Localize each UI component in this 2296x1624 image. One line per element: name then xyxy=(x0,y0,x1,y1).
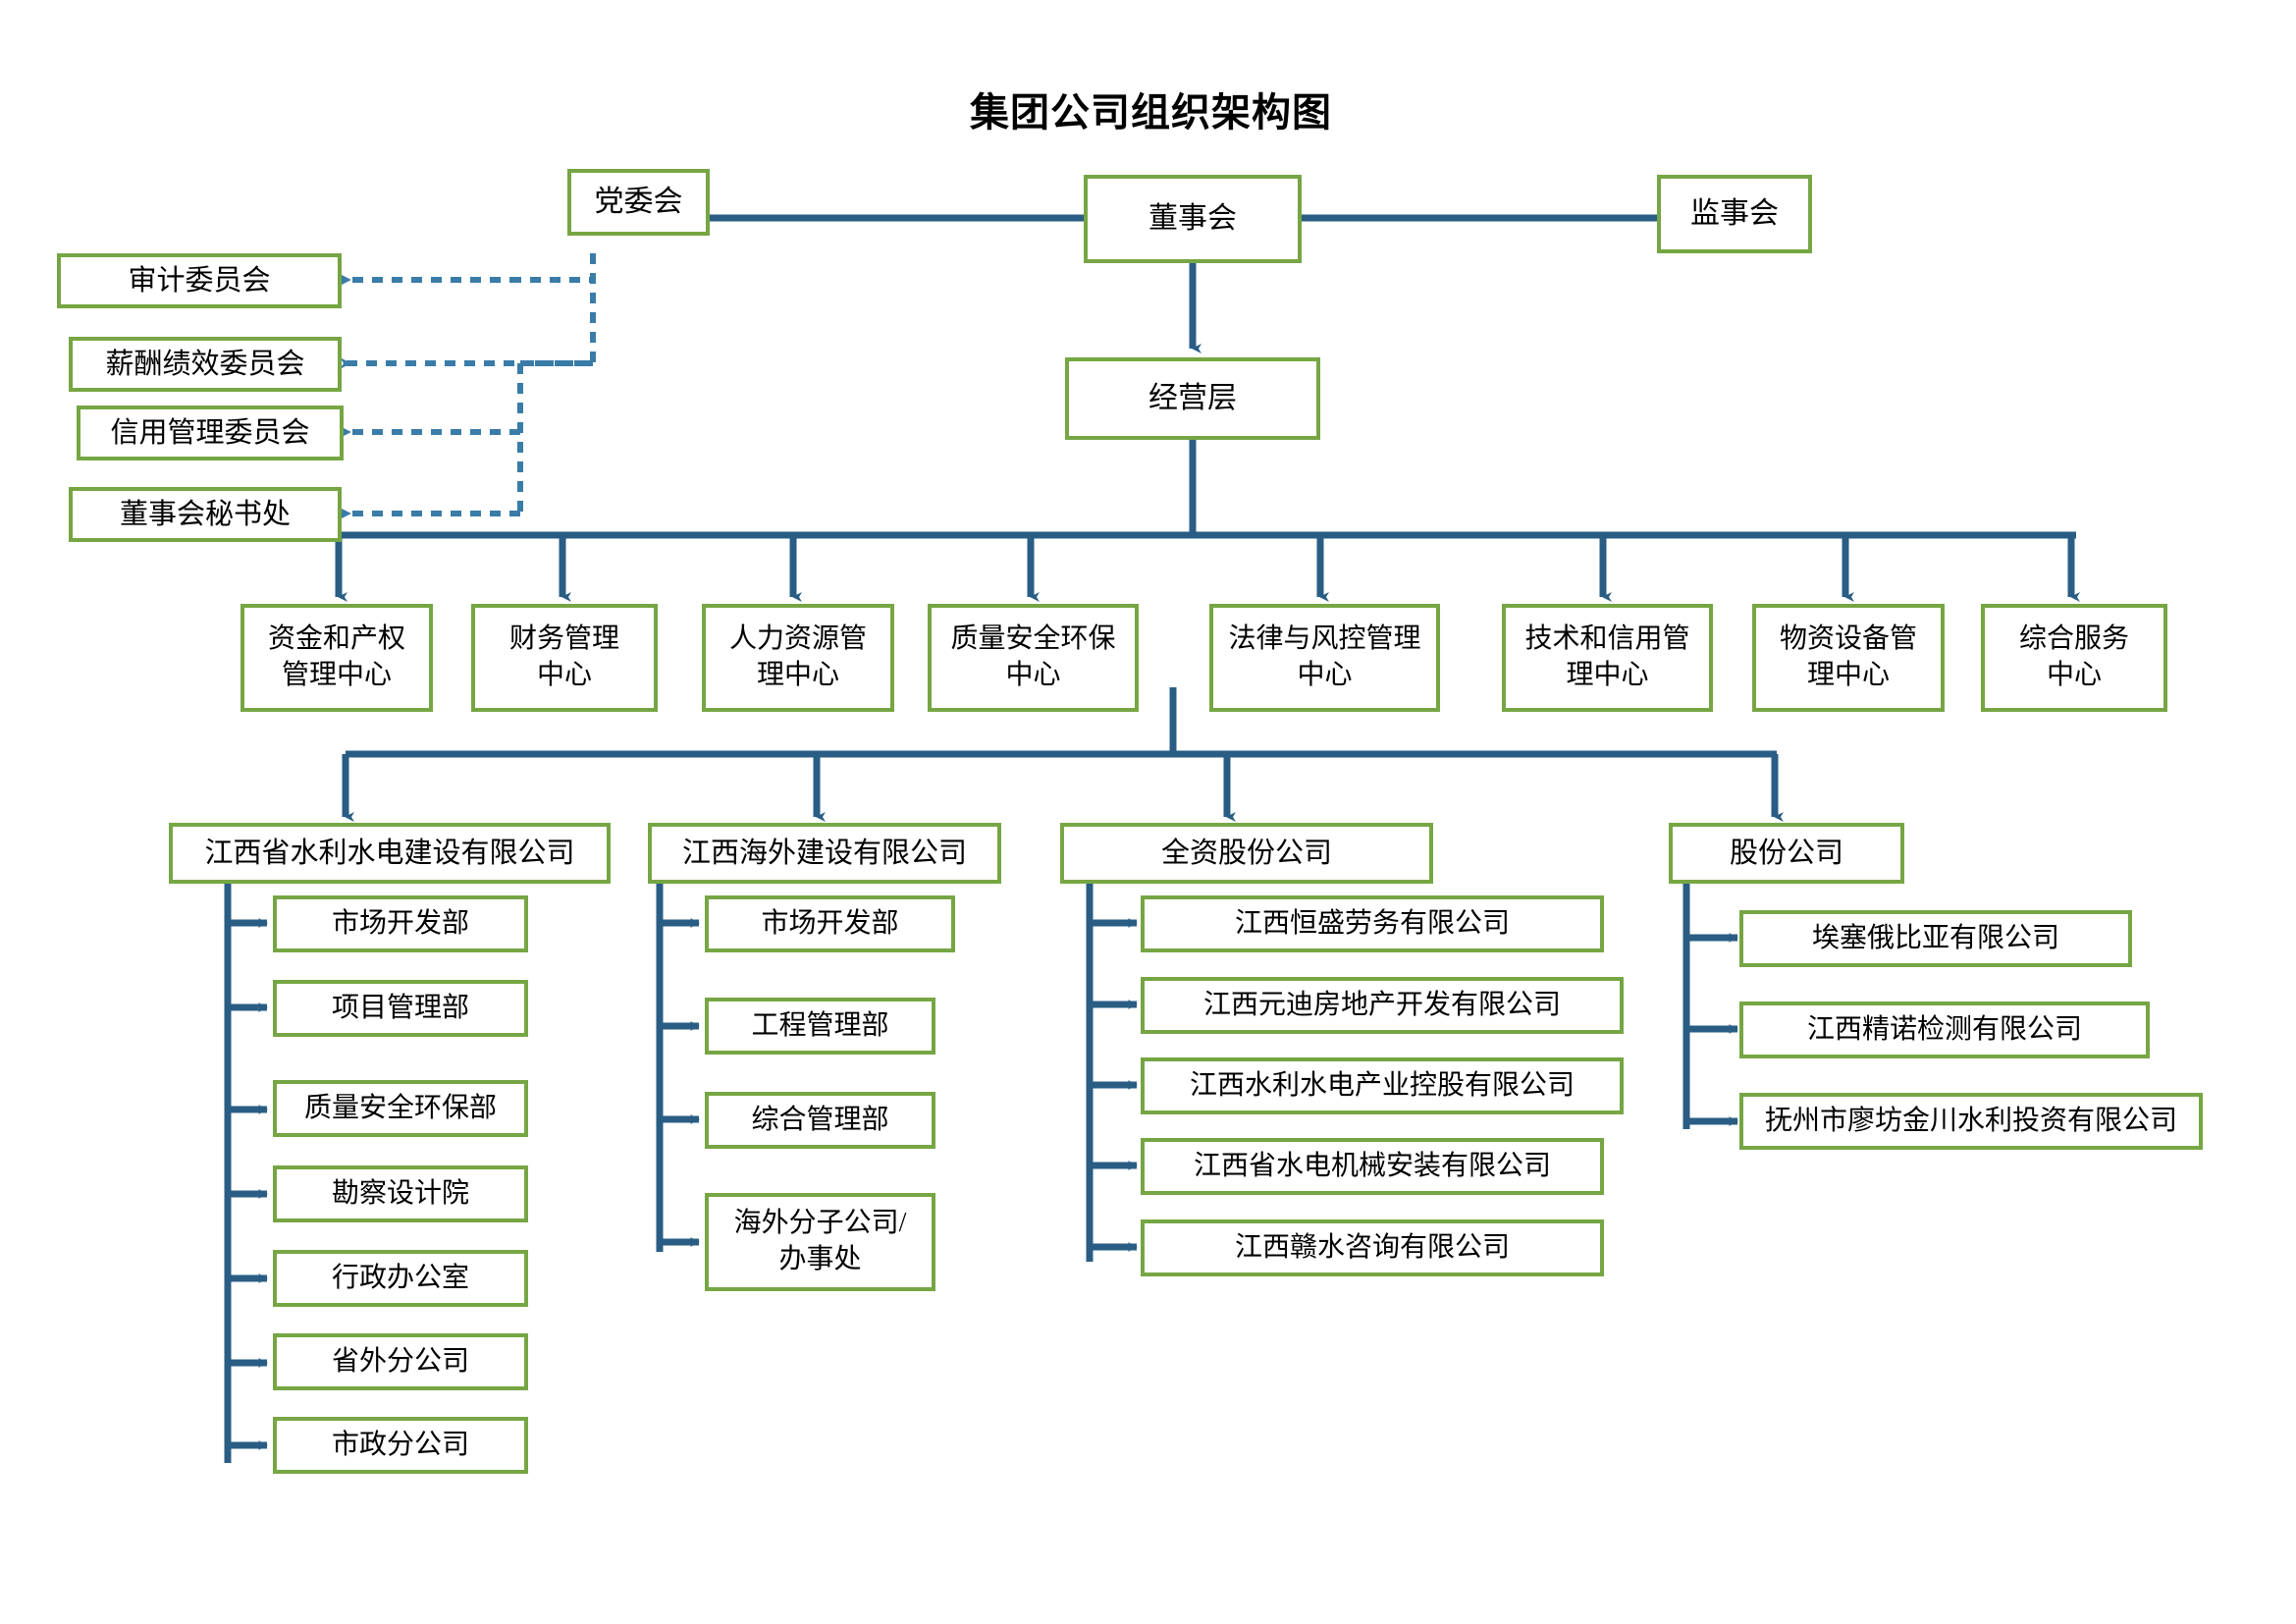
node-company-ethiopia[interactable]: 埃塞俄比亚有限公司 xyxy=(1739,910,2132,967)
node-committee-audit[interactable]: 审计委员会 xyxy=(57,253,342,308)
node-board-of-directors[interactable]: 董事会 xyxy=(1084,175,1302,263)
connector-management-to-centers xyxy=(335,439,2080,602)
node-subsidiary-joint-stock[interactable]: 股份公司 xyxy=(1669,823,1904,884)
node-dept-market-development-2[interactable]: 市场开发部 xyxy=(705,895,955,952)
node-management-layer[interactable]: 经营层 xyxy=(1065,357,1320,440)
node-dept-survey-design-institute[interactable]: 勘察设计院 xyxy=(273,1165,528,1222)
node-dept-municipal-branch[interactable]: 市政分公司 xyxy=(273,1417,528,1474)
node-company-hydropower-machinery-installation[interactable]: 江西省水电机械安装有限公司 xyxy=(1141,1138,1604,1195)
node-subsidiary-jiangxi-overseas[interactable]: 江西海外建设有限公司 xyxy=(648,823,1001,884)
node-committee-credit[interactable]: 信用管理委员会 xyxy=(77,406,344,460)
node-center-legal-risk[interactable]: 法律与风控管理 中心 xyxy=(1209,604,1440,712)
connector-sub2-to-departments xyxy=(656,877,700,1252)
node-dept-general-management[interactable]: 综合管理部 xyxy=(705,1092,935,1149)
node-board-of-supervisors[interactable]: 监事会 xyxy=(1657,175,1812,253)
node-dept-quality-safety-env[interactable]: 质量安全环保部 xyxy=(273,1080,528,1137)
node-company-yuandi-real-estate[interactable]: 江西元迪房地产开发有限公司 xyxy=(1141,977,1624,1034)
node-dept-market-development-1[interactable]: 市场开发部 xyxy=(273,895,528,952)
node-center-materials-equipment[interactable]: 物资设备管 理中心 xyxy=(1752,604,1945,712)
connector-sub1-to-departments xyxy=(224,877,268,1463)
node-company-jingnuo-testing[interactable]: 江西精诺检测有限公司 xyxy=(1739,1001,2150,1058)
connector-board-to-committees xyxy=(340,253,596,519)
node-dept-engineering-management[interactable]: 工程管理部 xyxy=(705,998,935,1055)
node-dept-administrative-office[interactable]: 行政办公室 xyxy=(273,1250,528,1307)
node-party-committee[interactable]: 党委会 xyxy=(567,169,710,236)
node-dept-overseas-branches-offices[interactable]: 海外分子公司/ 办事处 xyxy=(705,1193,935,1291)
node-subsidiary-wholly-owned[interactable]: 全资股份公司 xyxy=(1060,823,1433,884)
connector-sub4-to-companies xyxy=(1682,877,1738,1129)
node-dept-project-management[interactable]: 项目管理部 xyxy=(273,980,528,1037)
node-center-general-services[interactable]: 综合服务 中心 xyxy=(1981,604,2167,712)
node-company-liaofang-jinchuan-water-investment[interactable]: 抚州市廖坊金川水利投资有限公司 xyxy=(1739,1093,2203,1150)
node-company-hengsheng-labor[interactable]: 江西恒盛劳务有限公司 xyxy=(1141,895,1604,952)
node-center-capital-equity[interactable]: 资金和产权 管理中心 xyxy=(240,604,433,712)
node-subsidiary-jiangxi-water-power[interactable]: 江西省水利水电建设有限公司 xyxy=(169,823,611,884)
node-center-human-resources[interactable]: 人力资源管 理中心 xyxy=(702,604,894,712)
node-center-quality-safety-env[interactable]: 质量安全环保 中心 xyxy=(928,604,1139,712)
node-center-finance[interactable]: 财务管理 中心 xyxy=(471,604,658,712)
node-center-tech-credit[interactable]: 技术和信用管 理中心 xyxy=(1502,604,1713,712)
node-company-ganshui-consulting[interactable]: 江西赣水咨询有限公司 xyxy=(1141,1219,1604,1276)
node-committee-compensation[interactable]: 薪酬绩效委员会 xyxy=(69,337,342,392)
node-dept-out-of-province-branch[interactable]: 省外分公司 xyxy=(273,1333,528,1390)
page-title: 集团公司组织架构图 xyxy=(970,90,1332,135)
node-committee-secretariat[interactable]: 董事会秘书处 xyxy=(69,487,342,542)
connector-sub3-to-companies xyxy=(1086,877,1138,1262)
node-company-water-power-industry-holding[interactable]: 江西水利水电产业控股有限公司 xyxy=(1141,1057,1624,1114)
